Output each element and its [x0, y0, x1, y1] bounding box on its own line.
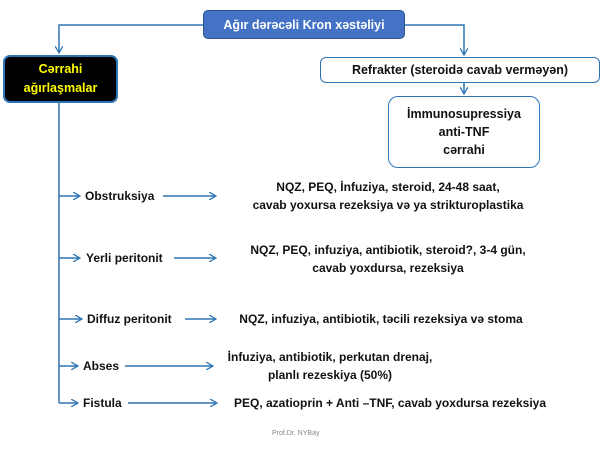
treatment-line2: anti-TNF — [438, 125, 490, 139]
detail-line: planlı rezeskiya (50%) — [267, 368, 393, 382]
treatment-line1: İmmunosupressiya — [407, 107, 521, 121]
title-text: Ağır dərəcəli Kron xəstəliyi — [223, 17, 385, 32]
complication-label-yerli-peritonit: Yerli peritonit — [86, 251, 163, 265]
surgical-complications-box: Cərrahi ağırlaşmalar — [3, 55, 118, 103]
complication-label-fistula: Fistula — [83, 396, 122, 410]
complication-detail-yerli-peritonit: NQZ, PEQ, infuziya, antibiotik, steroid?… — [250, 241, 525, 277]
treatment-line3: cərrahi — [443, 143, 485, 157]
refractory-box: Refrakter (steroidə cavab verməyən) — [320, 57, 600, 83]
detail-line: cavab yoxdursa, rezeksiya — [312, 261, 464, 275]
detail-line: PEQ, azatioprin + Anti –TNF, cavab yoxdu… — [233, 396, 547, 410]
footer-credit: Prof.Dr. NYBay — [272, 430, 320, 437]
complication-detail-abses: İnfuziya, antibiotik, perkutan drenaj, p… — [228, 348, 433, 384]
complication-label-obstruksiya: Obstruksiya — [85, 189, 155, 203]
complication-detail-obstruksiya: NQZ, PEQ, İnfuziya, steroid, 24-48 saat,… — [253, 178, 524, 214]
arrow-title-to-refractory — [405, 24, 464, 55]
detail-line: NQZ, PEQ, İnfuziya, steroid, 24-48 saat, — [276, 180, 500, 194]
complication-detail-fistula: PEQ, azatioprin + Anti –TNF, cavab yoxdu… — [234, 394, 546, 412]
complication-label-diffuz-peritonit: Diffuz peritonit — [87, 312, 172, 326]
complication-detail-diffuz-peritonit: NQZ, infuziya, antibiotik, təcili rezeks… — [239, 310, 522, 328]
detail-line: cavab yoxursa rezeksiya və ya strikturop… — [252, 198, 524, 212]
treatment-box: İmmunosupressiya anti-TNF cərrahi — [388, 96, 540, 168]
arrow-title-to-surgical — [59, 24, 203, 53]
detail-line: NQZ, infuziya, antibiotik, təcili rezeks… — [239, 312, 523, 326]
title-box: Ağır dərəcəli Kron xəstəliyi — [203, 10, 405, 39]
surgical-line2: ağırlaşmalar — [23, 81, 98, 95]
refractory-text: Refrakter (steroidə cavab verməyən) — [351, 63, 569, 77]
detail-line: İnfuziya, antibiotik, perkutan drenaj, — [227, 350, 433, 364]
detail-line: NQZ, PEQ, infuziya, antibiotik, steroid?… — [250, 243, 526, 257]
complication-label-abses: Abses — [83, 359, 120, 373]
surgical-line1: Cərrahi — [38, 62, 83, 76]
